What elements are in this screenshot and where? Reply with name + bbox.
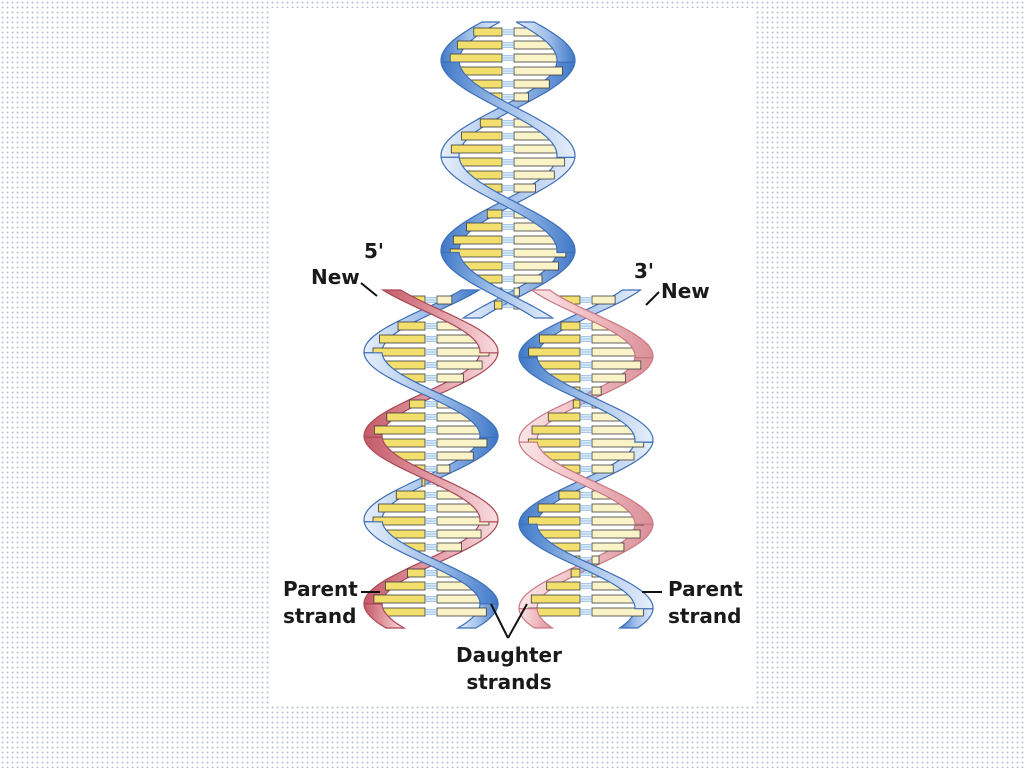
base-block	[547, 412, 581, 422]
base-block	[379, 334, 426, 344]
base-block	[591, 464, 614, 474]
base-block	[373, 425, 426, 435]
base-block	[395, 490, 426, 500]
base-pairs	[372, 27, 645, 617]
base-block	[513, 79, 550, 89]
base-block	[494, 300, 503, 310]
base-block	[456, 40, 503, 50]
base-block	[591, 555, 600, 565]
base-block	[591, 295, 616, 305]
base-block	[436, 360, 483, 370]
base-block	[528, 347, 581, 357]
base-block	[436, 438, 488, 448]
base-block	[591, 529, 641, 539]
parent-strand-label-right: Parent strand	[668, 576, 743, 630]
base-block	[461, 131, 503, 141]
daughter-strands-label: Daughter strands	[448, 642, 570, 696]
base-block	[591, 451, 635, 461]
parent-helix-strand-b	[440, 61, 576, 158]
parent-helix-strand-b	[440, 251, 555, 319]
right-daughter-helix-strand-a	[518, 608, 555, 629]
base-block	[373, 594, 426, 604]
base-block	[513, 170, 555, 180]
base-block	[513, 287, 520, 297]
base-block	[479, 118, 503, 128]
right-daughter-helix-strand-b	[518, 523, 654, 610]
base-block	[473, 27, 503, 37]
new-strand-label-right: New	[661, 279, 710, 303]
base-block	[530, 594, 581, 604]
base-block	[513, 183, 536, 193]
base-block	[591, 360, 642, 370]
right-daughter-helix-strand-a	[518, 441, 654, 525]
base-block	[436, 451, 474, 461]
base-block	[385, 581, 426, 591]
three-prime-label: 3'	[634, 259, 655, 283]
base-block	[513, 66, 563, 76]
daughter-label-line2: strands	[466, 670, 552, 694]
leader-daughter-right	[507, 603, 528, 639]
parent-strand-label-left: Parent strand	[283, 576, 358, 630]
base-block	[409, 399, 426, 409]
five-prime-label: 5'	[364, 239, 385, 263]
base-block	[436, 542, 462, 552]
base-block	[449, 53, 503, 63]
base-block	[436, 373, 464, 383]
leader-new-right	[645, 291, 660, 306]
base-block	[572, 399, 581, 409]
base-block	[407, 568, 426, 578]
base-block	[539, 334, 581, 344]
base-block	[513, 261, 559, 271]
base-block	[436, 607, 487, 617]
left-daughter-helix-strand-a	[363, 352, 499, 438]
base-block	[591, 386, 602, 396]
base-block	[558, 490, 581, 500]
figure-panel	[270, 8, 754, 704]
left-daughter-helix-strand-b	[380, 289, 499, 354]
base-block	[570, 568, 581, 578]
parent-label-left-line2: strand	[283, 604, 357, 628]
base-block	[513, 274, 543, 284]
base-block	[397, 321, 426, 331]
front-strands	[363, 21, 654, 629]
parent-label-right-line2: strand	[668, 604, 742, 628]
parent-helix-strand-a	[440, 156, 576, 254]
base-block	[591, 542, 625, 552]
daughter-label-line1: Daughter	[456, 643, 562, 667]
base-block	[450, 144, 503, 154]
base-block	[513, 157, 566, 167]
base-block	[386, 412, 426, 422]
base-block	[513, 92, 529, 102]
parent-helix-strand-a	[515, 21, 576, 63]
left-daughter-helix-strand-b	[363, 436, 499, 523]
base-block	[378, 503, 426, 513]
right-daughter-helix-strand-b	[518, 357, 654, 443]
right-daughter-helix-strand-a	[529, 289, 654, 359]
leader-daughter-left	[490, 603, 509, 639]
base-block	[436, 295, 453, 305]
base-block	[486, 209, 503, 219]
base-block	[436, 464, 451, 474]
base-block	[436, 529, 482, 539]
base-block	[531, 425, 581, 435]
leader-new-left	[360, 282, 378, 297]
base-block	[546, 581, 581, 591]
base-block	[453, 235, 503, 245]
new-strand-label-left: New	[311, 265, 360, 289]
base-block	[591, 373, 626, 383]
parent-label-right-line1: Parent	[668, 577, 743, 601]
base-block	[537, 503, 581, 513]
parent-label-left-line1: Parent	[283, 577, 358, 601]
left-daughter-helix-strand-b	[363, 603, 407, 629]
left-daughter-helix-strand-a	[363, 521, 499, 605]
label-leader-lines	[360, 282, 662, 639]
base-block	[560, 321, 581, 331]
base-block	[466, 222, 503, 232]
